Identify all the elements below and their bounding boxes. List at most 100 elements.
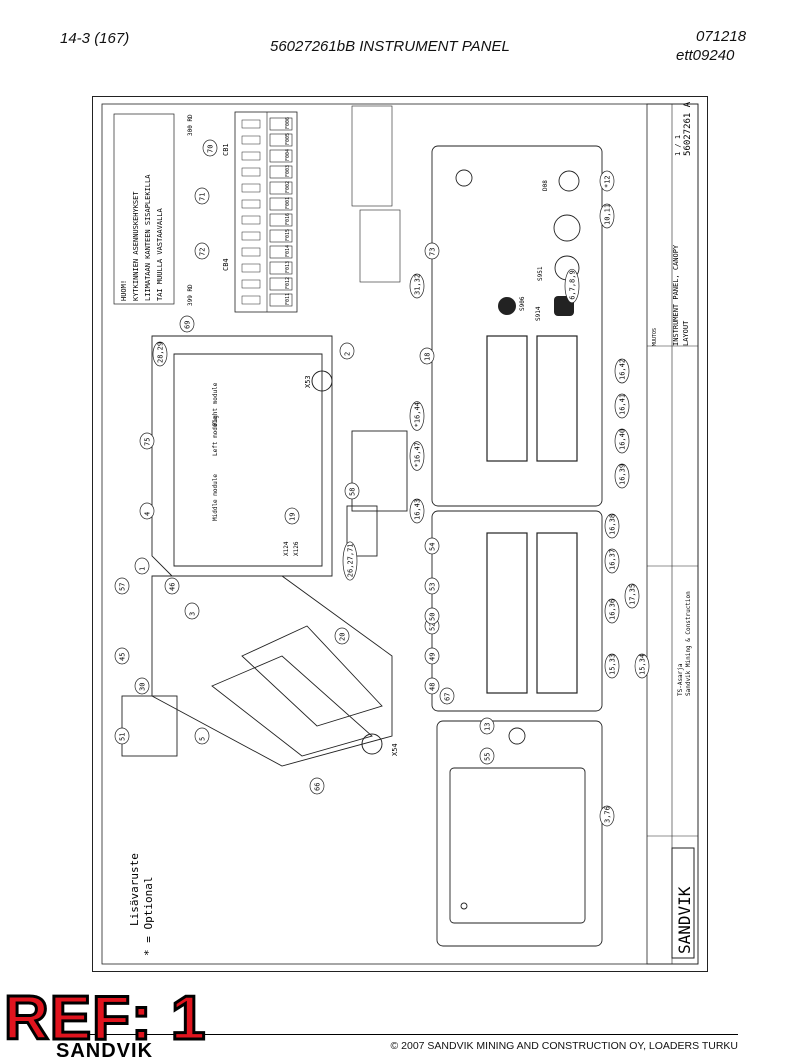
callout-text: 20 [339,633,347,641]
fuse-label: F015 [285,229,291,241]
callout-text: 66 [314,783,322,791]
connection-tables [351,105,401,283]
breaker-slot [241,151,261,161]
callout-text: 16,36 [609,599,617,620]
callout-bubble [439,687,455,705]
callout-bubble [194,727,210,745]
fuse-label: F005 [285,133,291,145]
callout-bubble [409,401,425,431]
fuse-strip: F006F005F004F003F002F001F016F015F014F013… [187,111,298,313]
callout-bubble [179,315,195,333]
callout-text: 16,39 [619,464,627,485]
callout-text: 67 [444,693,452,701]
right-module-label: Right module [212,382,219,426]
callout-text: 13 [484,723,492,731]
callout-bubble [604,598,620,624]
ett-code: ett09240 [676,47,735,64]
optional-line-1: Lisävaruste [128,853,141,926]
callout-text: 53 [429,583,437,591]
title-number: 56027261 A [683,101,693,156]
callout-text: *16,47 [414,442,422,467]
note-line-1: HUOM! [120,280,128,301]
s951-label: S951 [537,266,544,281]
callout-text: 16,38 [609,514,617,535]
callout-bubble [194,187,210,205]
callout-bubble [202,139,218,157]
callout-bubble [409,273,425,299]
breaker-slot [241,167,261,177]
ref-stamp: REF: 1 [2,984,207,1053]
callout-text: 19 [289,513,297,521]
fuse-box [269,293,293,307]
callout-bubble [424,677,440,695]
fuse-box [269,277,293,291]
callout-bubble [114,577,130,595]
fuse-label: F002 [285,181,291,193]
switch-panels [431,145,603,947]
note-line-4: TAI MUULLA VASTAAVALLA [156,207,164,301]
cb1-label: CB1 [222,143,230,156]
callout-bubble [419,347,435,365]
callout-bubble [604,653,620,679]
callout-bubble [139,502,155,520]
callout-text: 54 [429,543,437,551]
x124-label: X124 [283,541,290,556]
callout-bubble [134,557,150,575]
callout-text: 75 [144,438,152,446]
fuse-box [269,181,293,195]
breaker-slot [241,119,261,129]
fuse-label: F016 [285,213,291,225]
footer-divider [60,1034,738,1035]
callout-text: 10,11 [604,204,612,225]
note-line-3: LIIMATAAN KANTEEN SISAPLEKILLA [144,174,152,301]
callout-text: 16,43 [414,499,422,520]
callout-text: 51 [119,733,127,741]
breaker-slot [241,183,261,193]
title-sheet: 1 / 1 [674,135,682,156]
callout-text: 52 [429,623,437,631]
callout-text: 71 [199,193,207,201]
callout-text: 1 [139,567,147,571]
fuse-box [269,197,293,211]
title-row2: TS-Asarja [677,663,684,696]
breaker-slot [241,247,261,257]
callout-bubble [139,432,155,450]
callout-bubble [152,341,168,367]
breaker-slot [241,231,261,241]
callout-text: 17,35 [629,584,637,605]
callout-text: 16,40 [619,429,627,450]
callout-bubble [599,203,615,229]
callout-text: 69 [184,321,192,329]
callout-bubble [424,607,440,625]
fuse-box [269,165,293,179]
callout-text: 58 [349,488,357,496]
callout-bubble [564,268,580,304]
breaker-slot [241,135,261,145]
fuse-label: F014 [285,245,291,257]
callout-text: 16,42 [619,359,627,380]
callout-text: 15,34 [639,654,647,675]
callout-text: 16,37 [609,549,617,570]
s914-label: S914 [535,306,542,321]
fuse-box [269,229,293,243]
callout-bubble [339,342,355,360]
callout-text: 72 [199,248,207,256]
callout-bubble [334,627,350,645]
x126-label: X126 [293,541,300,556]
callout-bubble [184,602,200,620]
x54-label: X54 [391,743,399,756]
callout-bubble [614,393,630,419]
callout-text: 49 [429,653,437,661]
callout-bubble [409,498,425,524]
fuse-box [269,261,293,275]
callout-bubble [309,777,325,795]
d08-label: D08 [542,180,549,191]
fuse-label: F004 [285,149,291,161]
callout-text: 3,76 [604,806,612,823]
fuse-box [269,149,293,163]
fuse-label: F012 [285,277,291,289]
callout-bubble [624,583,640,609]
callout-text: 48 [429,683,437,691]
callout-text: 57 [119,583,127,591]
callout-bubble [134,677,150,695]
